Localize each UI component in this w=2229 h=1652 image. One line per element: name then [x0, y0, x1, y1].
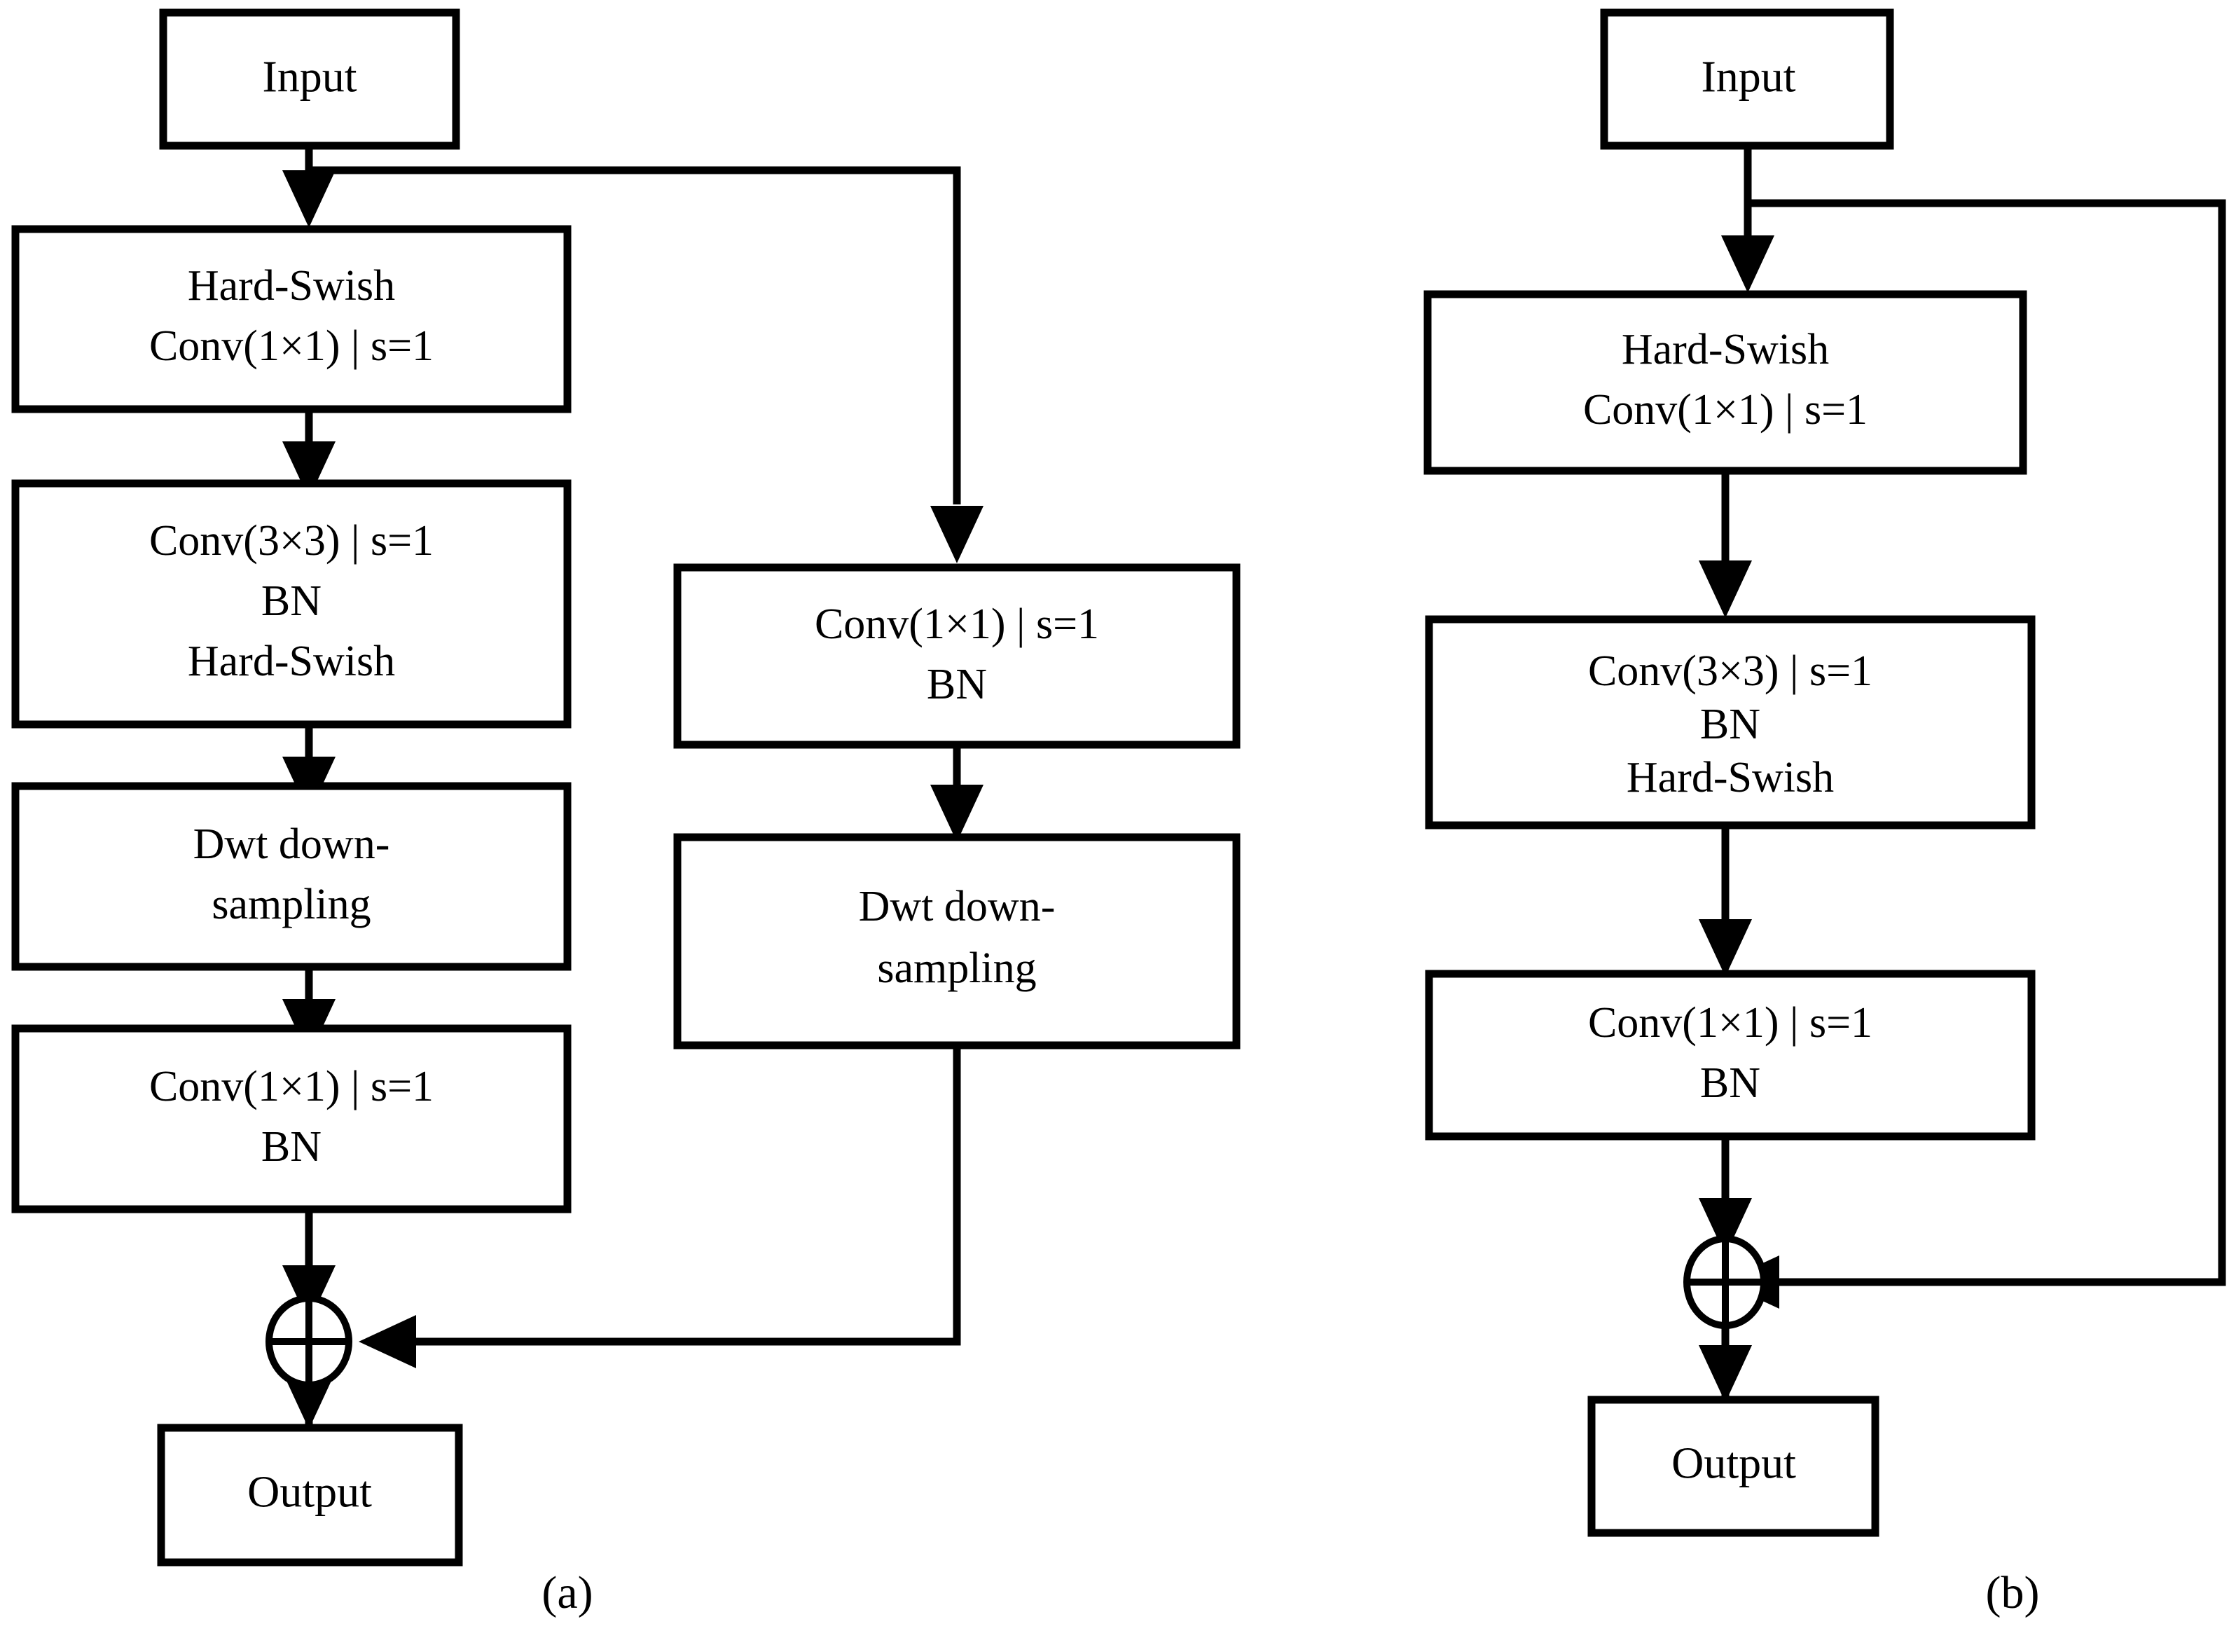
node-b-conv3-line1: Conv(3×3) | s=1: [1588, 647, 1872, 695]
node-a-output-box: [157, 1424, 463, 1567]
node-b-output[interactable]: Output: [1587, 1396, 1879, 1537]
node-a-skip-conv1[interactable]: Conv(1×1) | s=1 BN: [673, 563, 1241, 749]
node-a-conv3-box: [11, 479, 572, 729]
node-a-hs-conv1-line1: Hard-Swish: [188, 262, 395, 310]
panel-a: Input Hard-Swish Conv(1×1) | s=1 Conv(3×…: [11, 8, 1241, 1618]
caption-a: (a): [541, 1567, 593, 1618]
node-b-conv3-line2: BN: [1700, 701, 1760, 748]
arrowhead-a-skip-to-conv: [930, 506, 984, 563]
node-a-skip-dwt-box: [673, 833, 1241, 1049]
node-a-hs-conv1-line2: Conv(1×1) | s=1: [149, 322, 434, 370]
node-b-input-label: Input: [1701, 52, 1795, 102]
node-b-hs-conv1[interactable]: Hard-Swish Conv(1×1) | s=1: [1423, 290, 2027, 475]
node-b-output-label: Output: [1671, 1438, 1796, 1488]
node-b-conv1-bn[interactable]: Conv(1×1) | s=1 BN: [1425, 970, 2036, 1141]
arrowhead-b-input-to-hs: [1721, 235, 1774, 293]
node-b-output-box: [1587, 1396, 1879, 1537]
node-b-input-box: [1600, 8, 1894, 150]
node-a-dwt-main-line1: Dwt down-: [193, 820, 390, 868]
node-a-input-label: Input: [262, 52, 357, 102]
node-a-output[interactable]: Output: [157, 1424, 463, 1567]
node-a-conv1-bn-box: [11, 1024, 572, 1213]
node-a-conv1-bn[interactable]: Conv(1×1) | s=1 BN: [11, 1024, 572, 1213]
node-b-sum[interactable]: [1683, 1235, 1767, 1329]
arrowhead-b-hs-to-conv3: [1699, 560, 1752, 618]
node-a-skip-dwt-line2: sampling: [877, 944, 1036, 992]
node-a-hs-conv1[interactable]: Hard-Swish Conv(1×1) | s=1: [11, 225, 572, 413]
node-b-conv1-bn-line2: BN: [1700, 1059, 1760, 1107]
edge-a-skipdwt-to-sum: [371, 1045, 961, 1346]
node-b-hs-conv1-line2: Conv(1×1) | s=1: [1583, 386, 1868, 434]
node-a-conv1-bn-line1: Conv(1×1) | s=1: [149, 1063, 434, 1110]
node-a-conv3-line3: Hard-Swish: [188, 638, 395, 685]
arrowhead-a-skip-into-sum: [359, 1315, 416, 1368]
node-a-output-label: Output: [247, 1467, 372, 1517]
node-a-input-box: [159, 8, 460, 150]
edge-b-skip: [1734, 199, 2226, 1286]
node-a-skip-conv1-line1: Conv(1×1) | s=1: [815, 600, 1099, 648]
node-a-skip-dwt-line1: Dwt down-: [859, 883, 1056, 930]
edge-a-skip-top: [309, 166, 961, 504]
node-b-input[interactable]: Input: [1600, 8, 1894, 150]
panel-b: Input Hard-Swish Conv(1×1) | s=1 Conv(3×…: [1423, 8, 2226, 1618]
node-a-conv3-line1: Conv(3×3) | s=1: [149, 517, 434, 565]
node-b-conv3[interactable]: Conv(3×3) | s=1 BN Hard-Swish: [1425, 615, 2036, 830]
node-b-conv1-bn-line1: Conv(1×1) | s=1: [1588, 999, 1872, 1047]
node-a-skip-dwt[interactable]: Dwt down- sampling: [673, 833, 1241, 1049]
node-a-sum[interactable]: [265, 1295, 352, 1389]
node-a-conv1-bn-line2: BN: [261, 1123, 322, 1171]
node-a-skip-conv1-box: [673, 563, 1241, 749]
node-a-dwt-main-box: [11, 782, 572, 971]
node-b-conv3-box: [1425, 615, 2036, 830]
node-b-hs-conv1-box: [1423, 290, 2027, 475]
node-a-dwt-main-line2: sampling: [212, 881, 371, 928]
node-a-hs-conv1-box: [11, 225, 572, 413]
node-b-conv3-line3: Hard-Swish: [1627, 754, 1834, 801]
arrowhead-b-sum-to-output: [1699, 1345, 1752, 1403]
node-a-conv3[interactable]: Conv(3×3) | s=1 BN Hard-Swish: [11, 479, 572, 729]
caption-b: (b): [1986, 1567, 2040, 1618]
node-a-conv3-line2: BN: [261, 577, 322, 625]
node-b-hs-conv1-line1: Hard-Swish: [1622, 326, 1829, 373]
node-a-skip-conv1-line2: BN: [927, 661, 987, 708]
node-a-input[interactable]: Input: [159, 8, 460, 150]
arrowhead-a-input-to-hs: [282, 170, 336, 228]
node-a-dwt-main[interactable]: Dwt down- sampling: [11, 782, 572, 971]
arrowhead-b-conv3-to-conv1: [1699, 919, 1752, 977]
node-b-conv1-bn-box: [1425, 970, 2036, 1141]
